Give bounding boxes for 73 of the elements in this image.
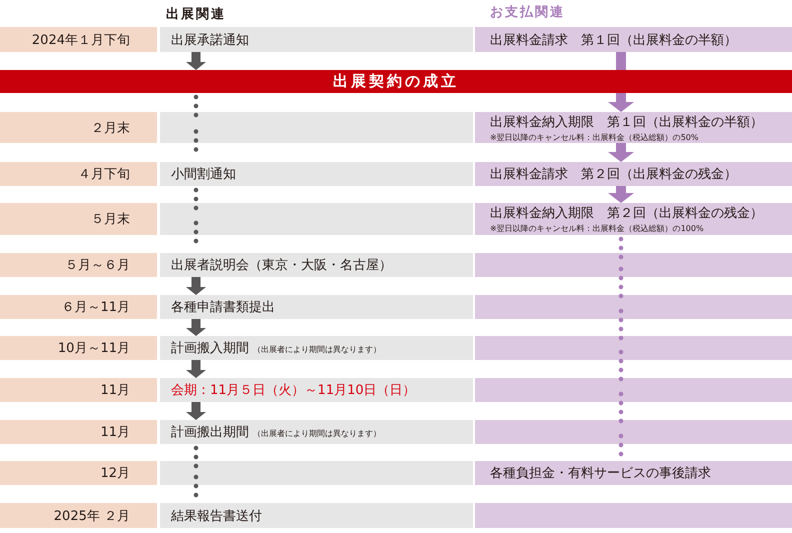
event-cell — [160, 503, 473, 528]
arrow — [186, 402, 206, 420]
date-cell — [0, 378, 157, 402]
event-text: 各種申請書類提出 — [171, 299, 276, 316]
date-cell — [0, 112, 157, 143]
date-cell — [0, 162, 157, 186]
note-text: ※翌日以降のキャンセル料：出展料金（税込総額）の50% — [490, 132, 700, 142]
payment-cell — [475, 112, 792, 143]
empty-cell — [160, 112, 473, 143]
payment-cell — [475, 162, 792, 186]
event-cell — [160, 162, 473, 186]
arrow — [186, 52, 206, 70]
empty-cell — [475, 336, 792, 360]
event-cell — [160, 336, 473, 360]
payment-cell — [475, 27, 792, 52]
arrow — [186, 277, 206, 295]
event-cell — [160, 253, 473, 277]
arrow — [186, 360, 206, 378]
date-cell — [0, 336, 157, 360]
payment-cell — [475, 461, 792, 485]
arrow — [186, 319, 206, 336]
column-heading: 出展関連 — [166, 6, 226, 23]
arrow — [608, 93, 634, 112]
event-text: 出展料金請求 第２回（出展料金の残金） — [490, 166, 738, 183]
date-text: ５月～６月 — [65, 257, 130, 274]
event-text: 出展料金納入期限 第１回（出展料金の半額） — [490, 114, 764, 130]
band-title: 出展契約の成立 — [333, 72, 459, 91]
date-text: ４月下旬 — [78, 166, 130, 183]
milestone-band — [0, 70, 792, 93]
event-text: 出展者説明会（東京・大阪・名古屋） — [171, 257, 393, 274]
empty-cell — [475, 295, 792, 319]
event-text: 出展料金請求 第１回（出展料金の半額） — [490, 32, 738, 48]
arrow — [608, 143, 634, 162]
event-text: 出展承諾通知 — [171, 32, 250, 48]
date-text: 2025年 ２月 — [54, 508, 130, 524]
empty-cell — [475, 378, 792, 402]
empty-cell — [475, 503, 792, 528]
date-cell — [0, 295, 157, 319]
date-text: 11月 — [100, 382, 130, 399]
empty-cell — [475, 420, 792, 444]
empty-cell — [475, 253, 792, 277]
note-text: ※翌日以降のキャンセル料：出展料金（税込総額）の100% — [490, 223, 705, 234]
date-text: 10月～11月 — [58, 340, 130, 357]
event-text: 出展料金納入期限 第２回（出展料金の残金） — [490, 205, 764, 222]
empty-cell — [160, 203, 473, 235]
arrow — [608, 186, 634, 203]
event-text: 計画搬出期間 — [171, 424, 249, 441]
note-text: （出展者により期間は異なります） — [253, 344, 381, 355]
date-text: 2024年１月下旬 — [32, 32, 130, 48]
date-cell — [0, 27, 157, 52]
event-text: 計画搬入期間 — [171, 340, 249, 357]
date-cell — [0, 461, 157, 485]
event-text: 小間割通知 — [171, 166, 237, 183]
date-cell — [0, 253, 157, 277]
payment-cell — [475, 203, 792, 235]
date-text: 12月 — [100, 465, 130, 482]
event-cell — [160, 420, 473, 444]
date-cell — [0, 203, 157, 235]
empty-cell — [160, 461, 473, 485]
date-cell — [0, 420, 157, 444]
event-cell — [160, 378, 473, 402]
column-heading: お支払関連 — [490, 4, 565, 21]
date-text: ６月～11月 — [61, 299, 130, 316]
event-text: 各種負担金・有料サービスの事後請求 — [490, 465, 712, 482]
date-text: 11月 — [100, 424, 130, 441]
date-cell — [0, 503, 157, 528]
event-cell — [160, 295, 473, 319]
event-text: 結果報告書送付 — [171, 508, 263, 524]
note-text: （出展者により期間は異なります） — [253, 428, 381, 439]
date-text: ２月末 — [91, 120, 130, 136]
event-cell — [160, 27, 473, 52]
date-text: ５月末 — [91, 211, 130, 228]
event-text: 会期：11月５日（火）～11月10日（日） — [171, 382, 417, 399]
